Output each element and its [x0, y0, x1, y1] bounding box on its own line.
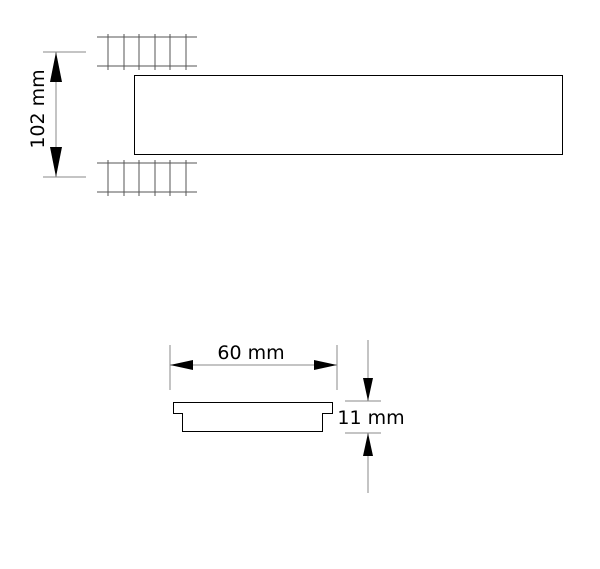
top-view: 102 mm: [27, 34, 563, 196]
part-top-outline: [134, 75, 563, 155]
side-view: 60 mm 11 mm: [169, 340, 405, 493]
arrow-down-icon: [50, 147, 62, 177]
height-dimension: 102 mm: [27, 51, 86, 178]
width-dimension: 60 mm: [169, 342, 338, 390]
bottom-rail: [97, 160, 197, 196]
thickness-dimension-label: 11 mm: [337, 407, 404, 429]
arrow-down-icon: [363, 378, 373, 401]
height-dimension-label: 102 mm: [27, 69, 49, 148]
part-side-outline: [173, 402, 333, 432]
arrow-up-icon: [50, 52, 62, 82]
arrow-up-icon: [363, 433, 373, 456]
width-dimension-label: 60 mm: [217, 342, 284, 364]
arrow-right-icon: [314, 360, 337, 370]
arrow-left-icon: [170, 360, 193, 370]
thickness-dimension: 11 mm: [337, 340, 405, 493]
top-rail: [97, 34, 197, 70]
